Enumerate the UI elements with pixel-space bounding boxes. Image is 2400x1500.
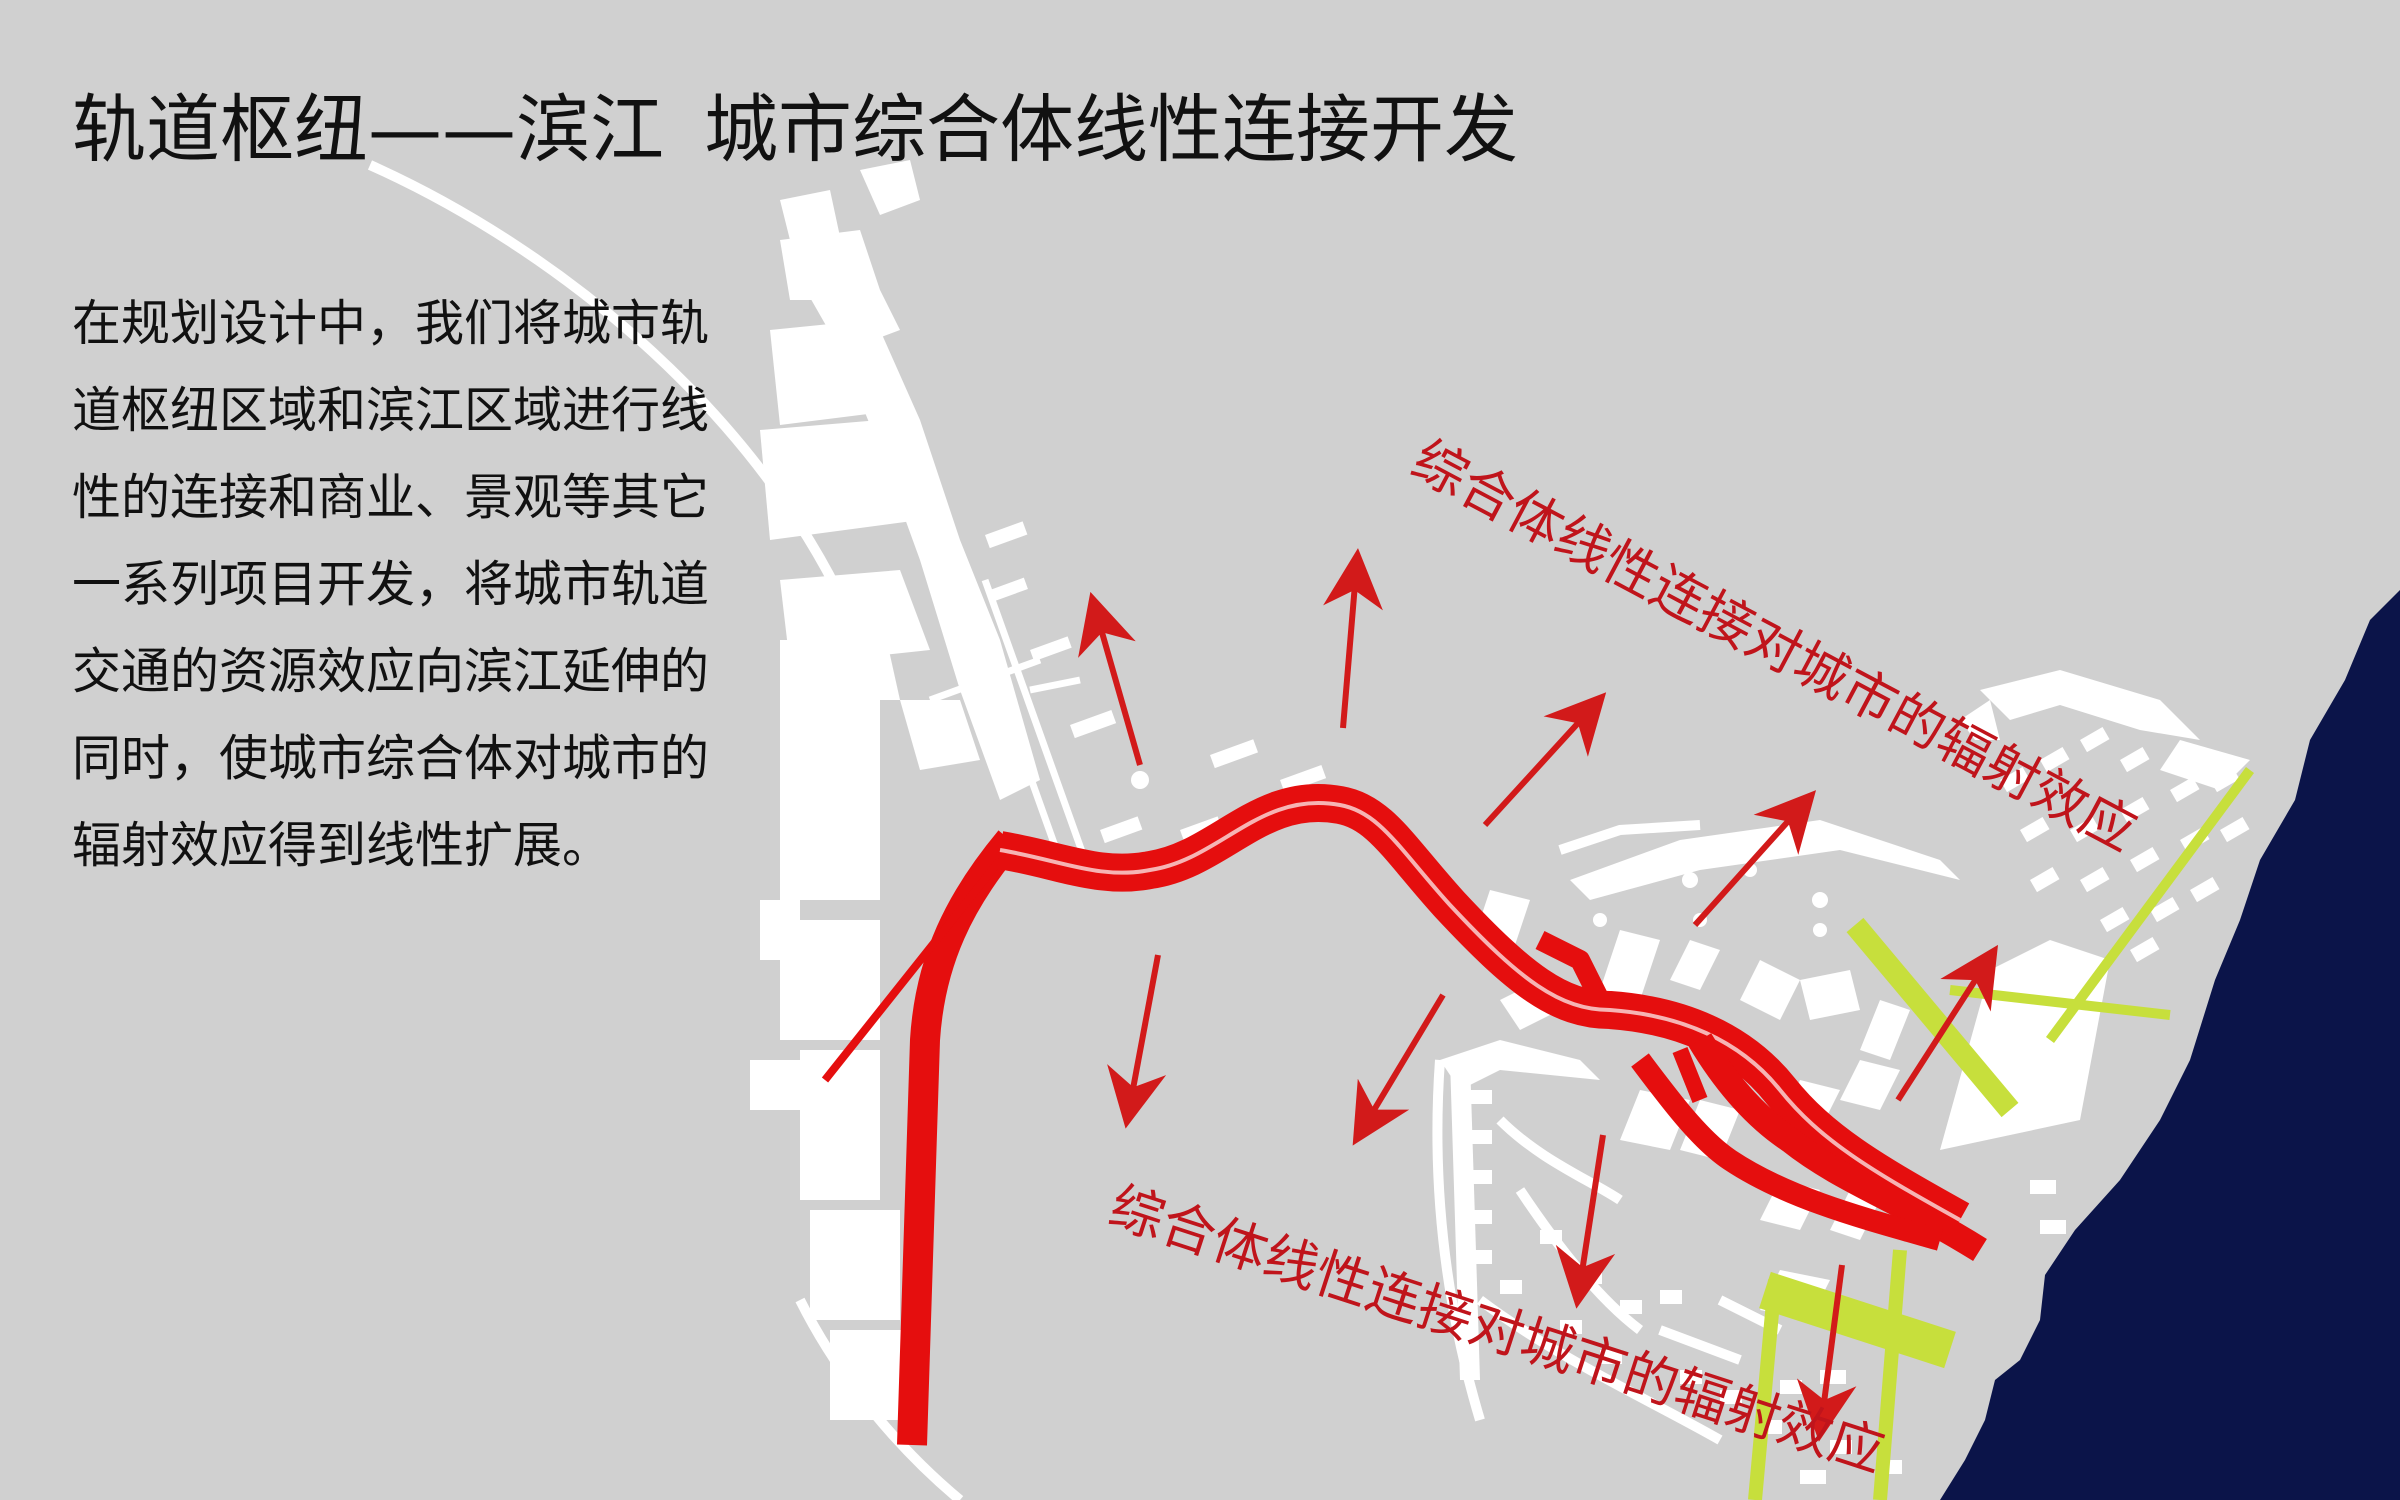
lower-district-buildings (1470, 1090, 1902, 1474)
green-landscape-axes (1748, 767, 2255, 1500)
rail-tracks (928, 578, 1089, 862)
river (1940, 590, 2400, 1500)
slide-title: 轨道枢纽——滨江城市综合体线性连接开发 (72, 70, 1518, 177)
riverside-buildings (1800, 727, 2250, 1484)
rail-station-buildings (750, 160, 1040, 1420)
linear-connection-corridor (821, 784, 1987, 1446)
eastern-district-buildings (1440, 670, 2250, 1380)
curved-road (367, 160, 865, 642)
arrow-7 (1352, 993, 1446, 1146)
arrow-6 (1107, 954, 1167, 1129)
arrow-5 (1895, 944, 1999, 1102)
title-part-2: 城市综合体线性连接开发 (704, 87, 1518, 173)
radiation-arrows (1078, 548, 1999, 1442)
scattered-buildings (985, 521, 1327, 844)
arrow-9 (1796, 1264, 1857, 1442)
body-line: 同时，使城市综合体对城市的 (72, 730, 710, 787)
body-line: 在规划设计中，我们将城市轨 (72, 295, 710, 352)
arrow-1 (1078, 591, 1143, 766)
arrow-3 (1482, 692, 1607, 828)
body-paragraph: 在规划设计中，我们将城市轨 道枢纽区域和滨江区域进行线 性的连接和商业、景观等其… (72, 280, 752, 889)
body-line: 一系列项目开发，将城市轨道 (72, 556, 710, 613)
body-line: 辐射效应得到线性扩展。 (72, 817, 612, 874)
body-line: 性的连接和商业、景观等其它 (72, 469, 710, 526)
body-line: 道枢纽区域和滨江区域进行线 (72, 382, 710, 439)
arrow-2 (1323, 548, 1383, 729)
arrow-8 (1555, 1134, 1616, 1309)
body-line: 交通的资源效应向滨江延伸的 (72, 643, 710, 700)
title-part-1: 轨道枢纽——滨江 (72, 87, 664, 173)
radiation-label-upper: 综合体线性连接对城市的辐射效应 (1402, 428, 2147, 864)
arrow-4 (1692, 790, 1817, 928)
